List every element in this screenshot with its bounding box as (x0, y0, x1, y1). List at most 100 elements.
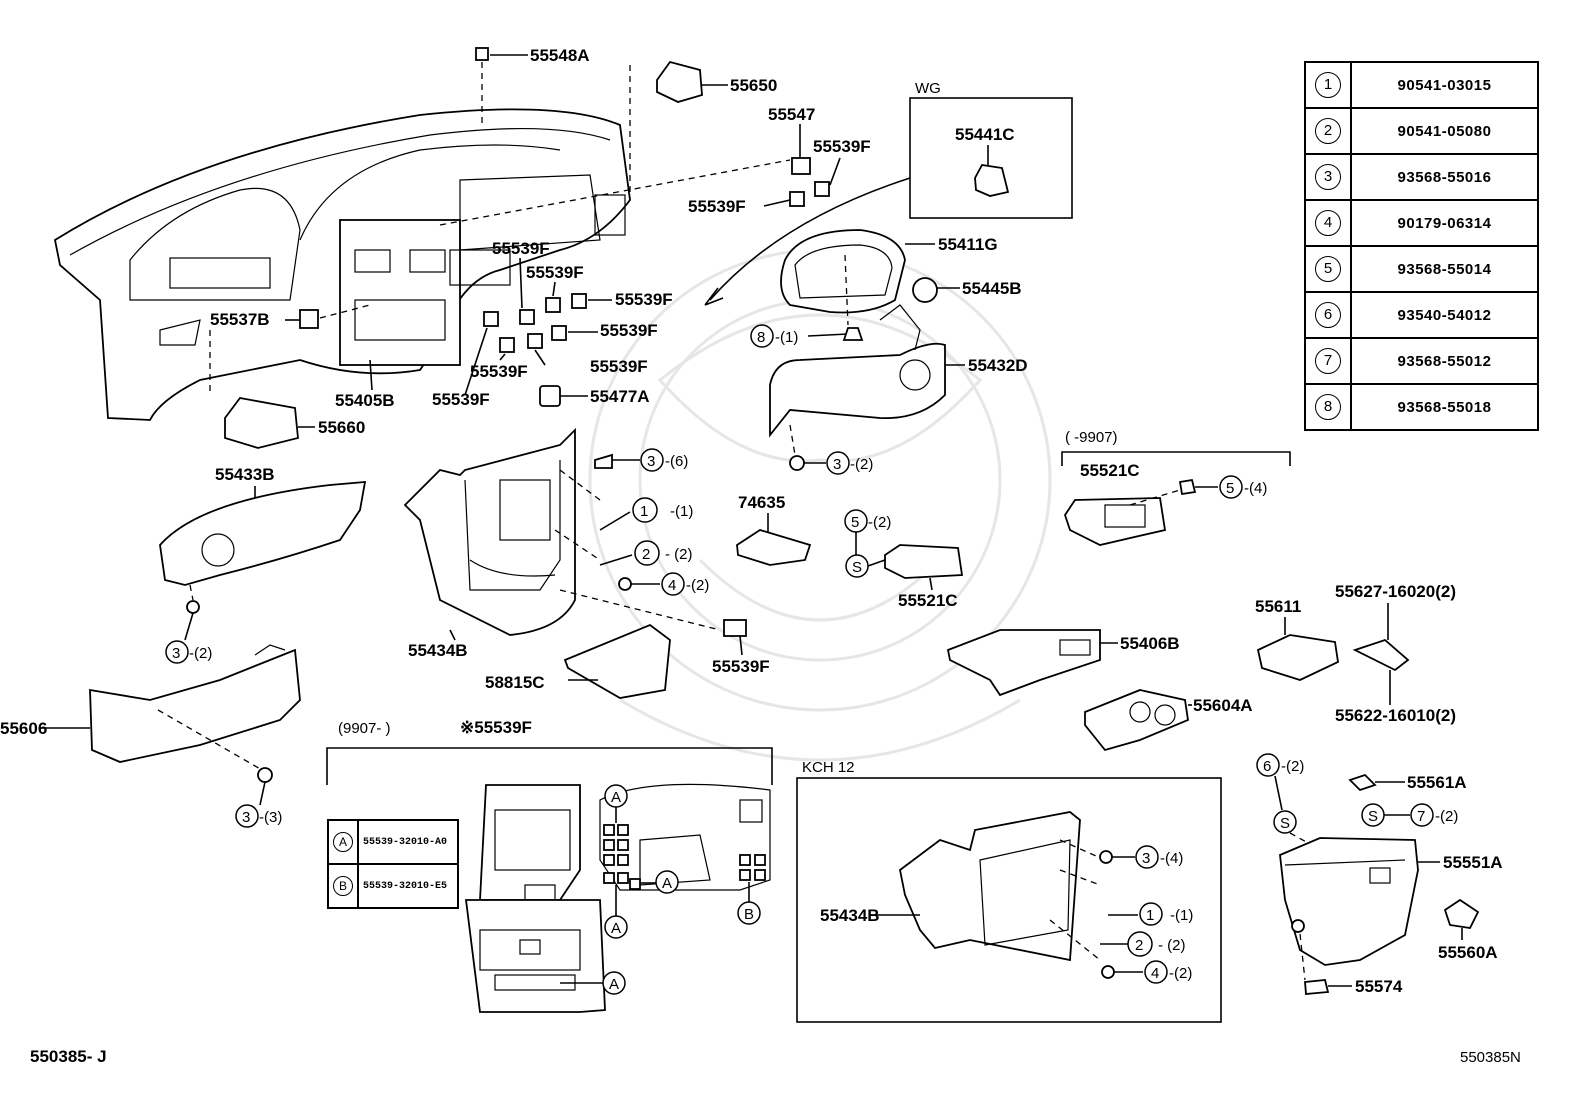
label-55650: 55650 (730, 76, 777, 95)
qty-3-d: -(6) (665, 453, 688, 470)
qty-1-k: -(1) (1170, 907, 1193, 924)
svg-text:B: B (744, 906, 754, 923)
qty-7: -(2) (1435, 808, 1458, 825)
svg-text:2: 2 (1135, 937, 1143, 954)
switch-row: A 55539-32010-A0 (329, 821, 457, 863)
legend-number-circle: 7 (1315, 348, 1341, 374)
svg-text:S: S (852, 559, 862, 576)
legend-number: 2 (1304, 107, 1352, 155)
fastener-8: 8 -(1) (750, 324, 864, 348)
part-55406B: 55406B (946, 629, 1180, 697)
label-55574: 55574 (1355, 977, 1403, 996)
switch-row: B 55539-32010-E5 (329, 863, 457, 907)
label-55445B: 55445B (962, 279, 1022, 298)
label-55539F-f: 55539F (600, 321, 658, 340)
label-55539F-a: 55539F (813, 137, 871, 156)
switch-part-number: 55539-32010-A0 (363, 836, 448, 848)
label-55539F-e: 55539F (615, 290, 673, 309)
svg-text:7: 7 (1417, 808, 1425, 825)
legend-number-circle: 4 (1315, 210, 1341, 236)
part-55606: 55606 3 -(3) (0, 644, 301, 828)
label-55627: 55627-16020(2) (1335, 582, 1456, 601)
label-55604A: 55604A (1193, 696, 1253, 715)
legend-number-circle: 3 (1315, 164, 1341, 190)
qty-2-k: - (2) (1158, 937, 1186, 954)
svg-text:8: 8 (757, 329, 765, 346)
code-right: 550385N (1460, 1049, 1521, 1066)
part-55432D: 55432D 3 -(2) (769, 304, 1028, 475)
switch-part-number: 55539-32010-E5 (363, 880, 448, 892)
svg-text:A: A (611, 920, 621, 937)
label-55539F-d: 55539F (526, 263, 584, 282)
svg-text:3: 3 (647, 453, 655, 470)
part-55411G: 55411G (780, 229, 998, 326)
label-55432D: 55432D (968, 356, 1028, 375)
label-55548A: 55548A (530, 46, 590, 65)
label-55521C-a: 55521C (1080, 461, 1140, 480)
legend-row: 7 93568-55012 (1304, 337, 1539, 385)
label-55539F-b: 55539F (688, 197, 746, 216)
label-55561A: 55561A (1407, 773, 1467, 792)
legend-number-circle: 8 (1315, 394, 1341, 420)
part-55548A: 55548A (475, 46, 590, 125)
svg-text:4: 4 (668, 577, 676, 594)
svg-text:S: S (1280, 815, 1290, 832)
qty-4-a: -(2) (686, 577, 709, 594)
legend-number: 1 (1304, 61, 1352, 109)
label-55441C: 55441C (955, 125, 1015, 144)
label-55434B: 55434B (408, 641, 468, 660)
part-55539F-lower: 55539F (712, 619, 770, 676)
label-55521C-b: 55521C (898, 591, 958, 610)
legend-number: 4 (1304, 199, 1352, 247)
part-55477A: 55477A (539, 385, 650, 407)
switch-key-circle: B (333, 876, 353, 896)
part-55521C-center: 5 -(2) S 55521C (844, 509, 964, 610)
switch-key: B (329, 865, 359, 907)
qty-4-k: -(2) (1169, 965, 1192, 982)
part-55445B: 55445B (912, 277, 1022, 303)
label-58815C: 58815C (485, 673, 545, 692)
legend-part-number: 93568-55012 (1350, 337, 1539, 385)
qty-3-a: -(2) (189, 645, 212, 662)
range-before: ( -9907) (1065, 429, 1118, 446)
qty-6: -(2) (1281, 758, 1304, 775)
after-9907-group: (9907- ) ※55539F A A A B (326, 718, 773, 1013)
legend-part-number: 90541-03015 (1350, 61, 1539, 109)
legend-number: 6 (1304, 291, 1352, 339)
qty-8: -(1) (775, 329, 798, 346)
legend-number: 8 (1304, 383, 1352, 431)
label-55660: 55660 (318, 418, 365, 437)
part-55604A: 55604A (1084, 689, 1253, 752)
label-74635: 74635 (738, 493, 785, 512)
part-55537B: 55537B (210, 304, 371, 329)
part-55660: 55660 (209, 330, 365, 449)
legend-row: 4 90179-06314 (1304, 199, 1539, 247)
switch-cluster: 55539F 55539F 55539F 55539F 55539F 55539… (432, 239, 673, 409)
part-55405B: 55405B (335, 359, 395, 410)
part-74635: 74635 (736, 493, 812, 566)
label-55539F-c: 55539F (492, 239, 550, 258)
qty-3-b: -(2) (850, 456, 873, 473)
legend-part-number: 90179-06314 (1350, 199, 1539, 247)
label-55539F-h: 55539F (470, 362, 528, 381)
legend-number-circle: 5 (1315, 256, 1341, 282)
switch-key-circle: A (333, 832, 353, 852)
legend-part-number: 90541-05080 (1350, 107, 1539, 155)
svg-text:A: A (611, 789, 621, 806)
qty-1-a: -(1) (670, 503, 693, 520)
svg-text:3: 3 (833, 456, 841, 473)
label-55539F-g: 55539F (590, 357, 648, 376)
label-55606: 55606 (0, 719, 47, 738)
svg-text:1: 1 (1146, 907, 1154, 924)
glove-box-group: 6 -(2) S 55561A S 7 -(2) 55551A 55560A 5… (1256, 753, 1503, 996)
part-55650: 55650 (629, 60, 777, 200)
range-after: (9907- ) (338, 720, 391, 737)
label-55434B-k: 55434B (820, 906, 880, 925)
svg-text:6: 6 (1263, 758, 1271, 775)
